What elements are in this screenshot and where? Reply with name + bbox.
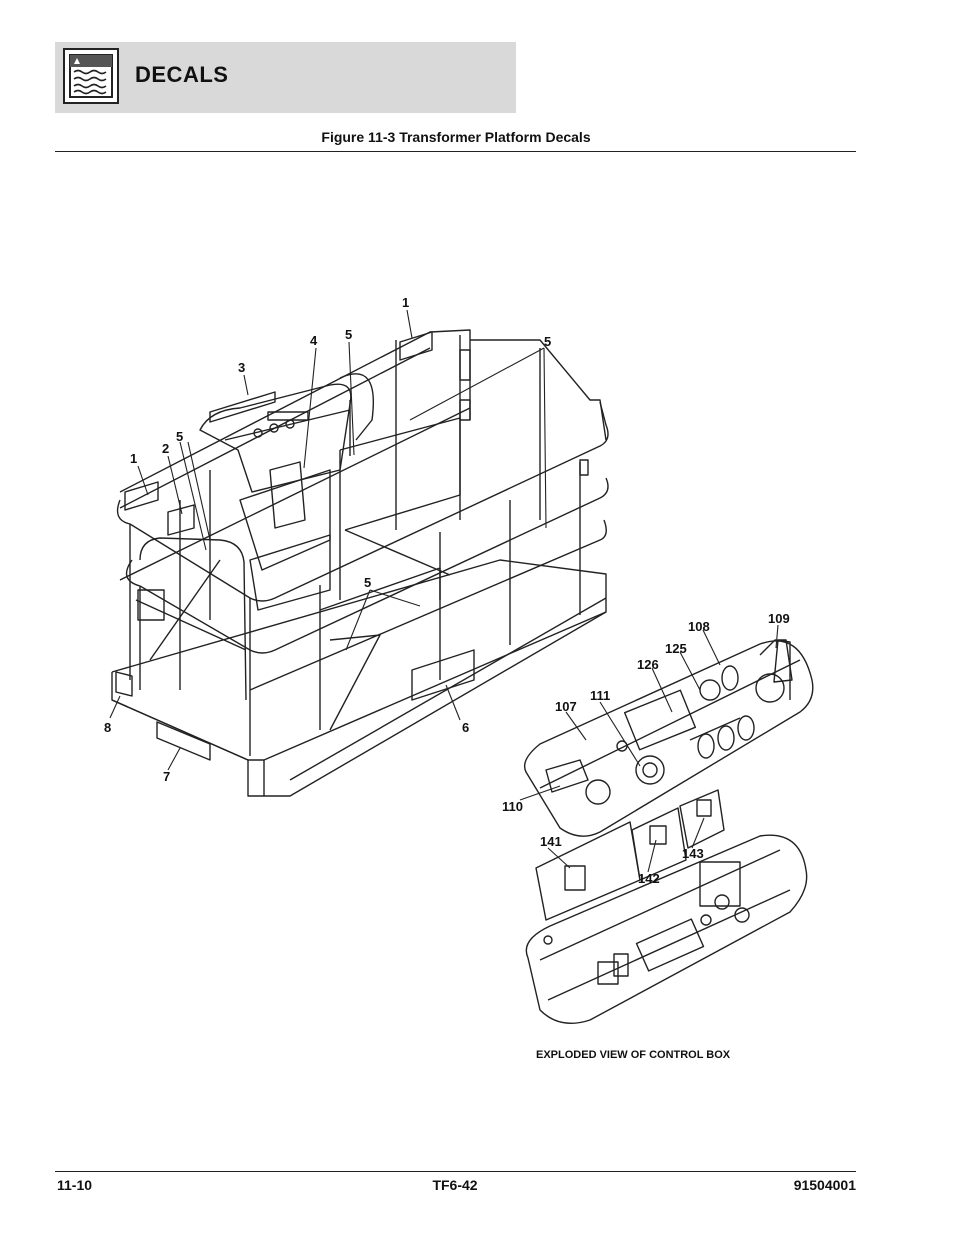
- control-box-lid: [523, 639, 814, 837]
- callout-4: 4: [310, 333, 318, 348]
- callout-111: 111: [590, 688, 610, 703]
- circuit-boards: [535, 789, 725, 921]
- callout-143: 143: [682, 846, 704, 861]
- callout-107: 107: [555, 699, 577, 714]
- control-box-base: [525, 834, 808, 1024]
- callout-110: 110: [502, 799, 523, 814]
- callout-3: 3: [238, 360, 245, 375]
- callout-141: 141: [540, 834, 562, 849]
- inner-frame: [319, 349, 589, 731]
- callout-5-a: 5: [345, 327, 352, 342]
- page-number: 11-10: [57, 1177, 93, 1193]
- callout-5-d: 5: [364, 575, 371, 590]
- callout-2: 2: [162, 441, 169, 456]
- callout-6: 6: [462, 720, 469, 735]
- callout-142: 142: [638, 871, 660, 886]
- callout-8: 8: [104, 720, 111, 735]
- callout-labels: 1 1 2 3 4 5 5 5 5 6 7 8 107 108 109 110 …: [104, 295, 790, 886]
- callout-125: 125: [665, 641, 687, 656]
- figure-caption: EXPLODED VIEW OF CONTROL BOX: [536, 1049, 731, 1061]
- header-banner: DECALS: [55, 42, 516, 113]
- decal-plates: [115, 331, 475, 761]
- callout-5-b: 5: [544, 334, 551, 349]
- page-title: DECALS: [135, 62, 229, 87]
- callout-1-left: 1: [130, 451, 137, 466]
- model-number: TF6-42: [432, 1177, 478, 1193]
- callout-109: 109: [768, 611, 790, 626]
- document-waves-icon: [63, 48, 119, 104]
- callout-5-c: 5: [176, 429, 183, 444]
- callout-126: 126: [637, 657, 659, 672]
- bottom-rule: [55, 1171, 856, 1172]
- top-rule: [55, 151, 856, 152]
- control-station: [199, 373, 374, 611]
- callout-1-top: 1: [402, 295, 409, 310]
- side-gate: [135, 537, 247, 701]
- platform-base: [111, 559, 607, 797]
- leader-lines-control-box: [519, 624, 779, 873]
- callout-7: 7: [163, 769, 170, 784]
- figure-title: Figure 11-3 Transformer Platform Decals: [321, 129, 591, 145]
- document-number: 91504001: [793, 1177, 856, 1193]
- callout-108: 108: [688, 619, 710, 634]
- leader-lines-platform: [109, 309, 547, 771]
- rear-rails: [119, 329, 607, 581]
